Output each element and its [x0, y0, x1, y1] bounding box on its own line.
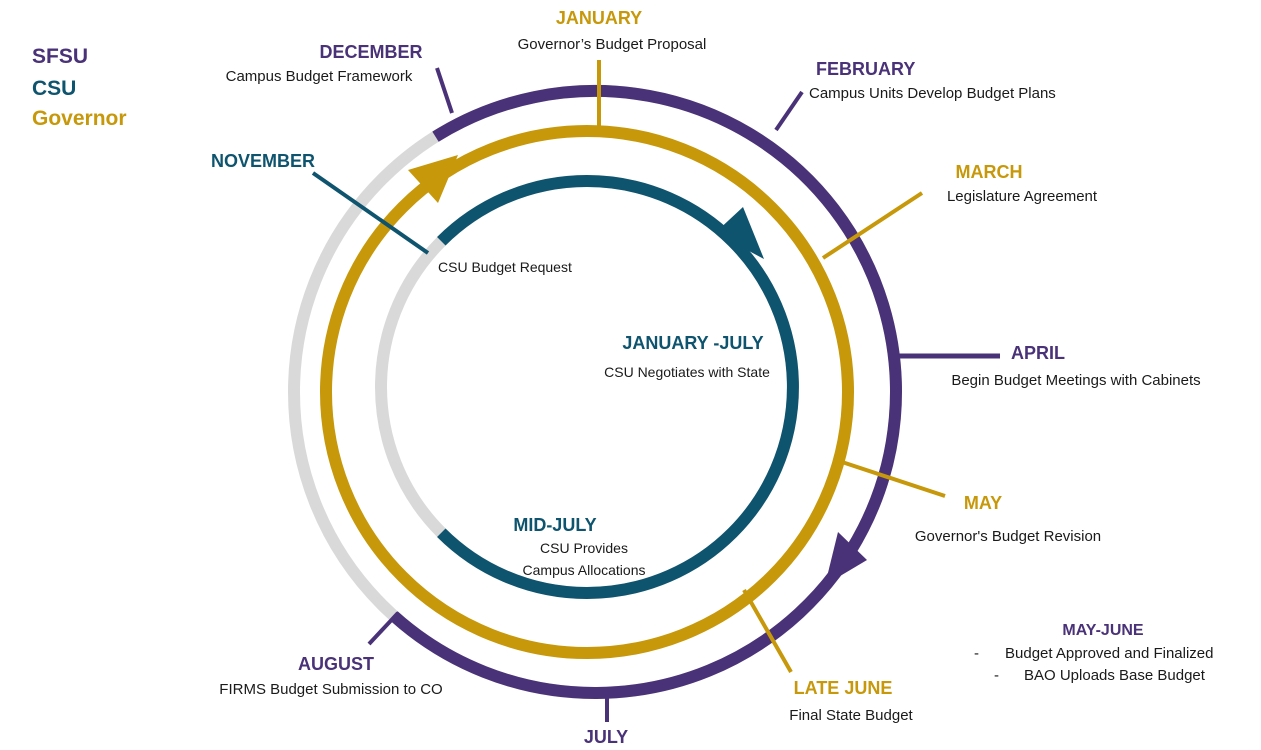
march-text: Legislature Agreement	[946, 188, 1098, 205]
jan-july-title: JANUARY -JULY	[622, 333, 764, 353]
february-connector	[774, 90, 804, 132]
april-text: Begin Budget Meetings with Cabinets	[951, 372, 1201, 389]
may-june-title: MAY-JUNE	[1062, 622, 1144, 639]
csu-ring-arc	[437, 175, 799, 599]
may-june-bullet-dash: -	[974, 645, 979, 662]
january-title: JANUARY	[555, 8, 643, 28]
november-title: NOVEMBER	[210, 151, 316, 171]
march-title: MARCH	[955, 162, 1023, 182]
may-connector	[841, 460, 946, 498]
august-title: AUGUST	[298, 654, 374, 674]
late-june-title: LATE JUNE	[793, 678, 893, 698]
sfsu-arrow-head	[825, 532, 867, 585]
legend-governor: Governor	[32, 107, 127, 130]
november-connector	[311, 171, 430, 255]
may-june-bullet-dash: -	[994, 667, 999, 684]
legend-sfsu: SFSU	[32, 45, 89, 68]
jan-july-text: CSU Negotiates with State	[604, 364, 770, 380]
mid-july-text-line2: Campus Allocations	[522, 562, 646, 578]
late-june-connector	[742, 589, 793, 673]
december-title: DECEMBER	[319, 42, 423, 62]
august-connector	[367, 611, 400, 646]
mid-july-text-line1: CSU Provides	[540, 540, 628, 556]
late-june-text: Final State Budget	[789, 707, 913, 724]
legend-csu: CSU	[32, 77, 77, 100]
csu-arrow-head	[715, 207, 764, 259]
november-text: CSU Budget Request	[438, 259, 572, 275]
governor-arrow-head	[408, 155, 458, 203]
may-june-item-2: BAO Uploads Base Budget	[1024, 667, 1205, 684]
february-title: FEBRUARY	[816, 59, 916, 79]
december-text: Campus Budget Framework	[225, 68, 413, 85]
sfsu-ring-arc	[389, 85, 902, 699]
may-june-item-1: Budget Approved and Finalized	[1005, 645, 1214, 662]
january-text: Governor’s Budget Proposal	[517, 36, 707, 53]
december-connector	[435, 67, 454, 114]
may-text: Governor's Budget Revision	[914, 528, 1102, 545]
march-connector	[821, 191, 924, 260]
july-title: JULY	[583, 727, 629, 747]
may-title: MAY	[963, 493, 1003, 513]
governor-ring	[320, 125, 854, 659]
april-title: APRIL	[1011, 343, 1065, 363]
mid-july-title: MID-JULY	[513, 515, 597, 535]
february-text: Campus Units Develop Budget Plans	[809, 85, 1056, 102]
august-text: FIRMS Budget Submission to CO	[219, 681, 443, 698]
